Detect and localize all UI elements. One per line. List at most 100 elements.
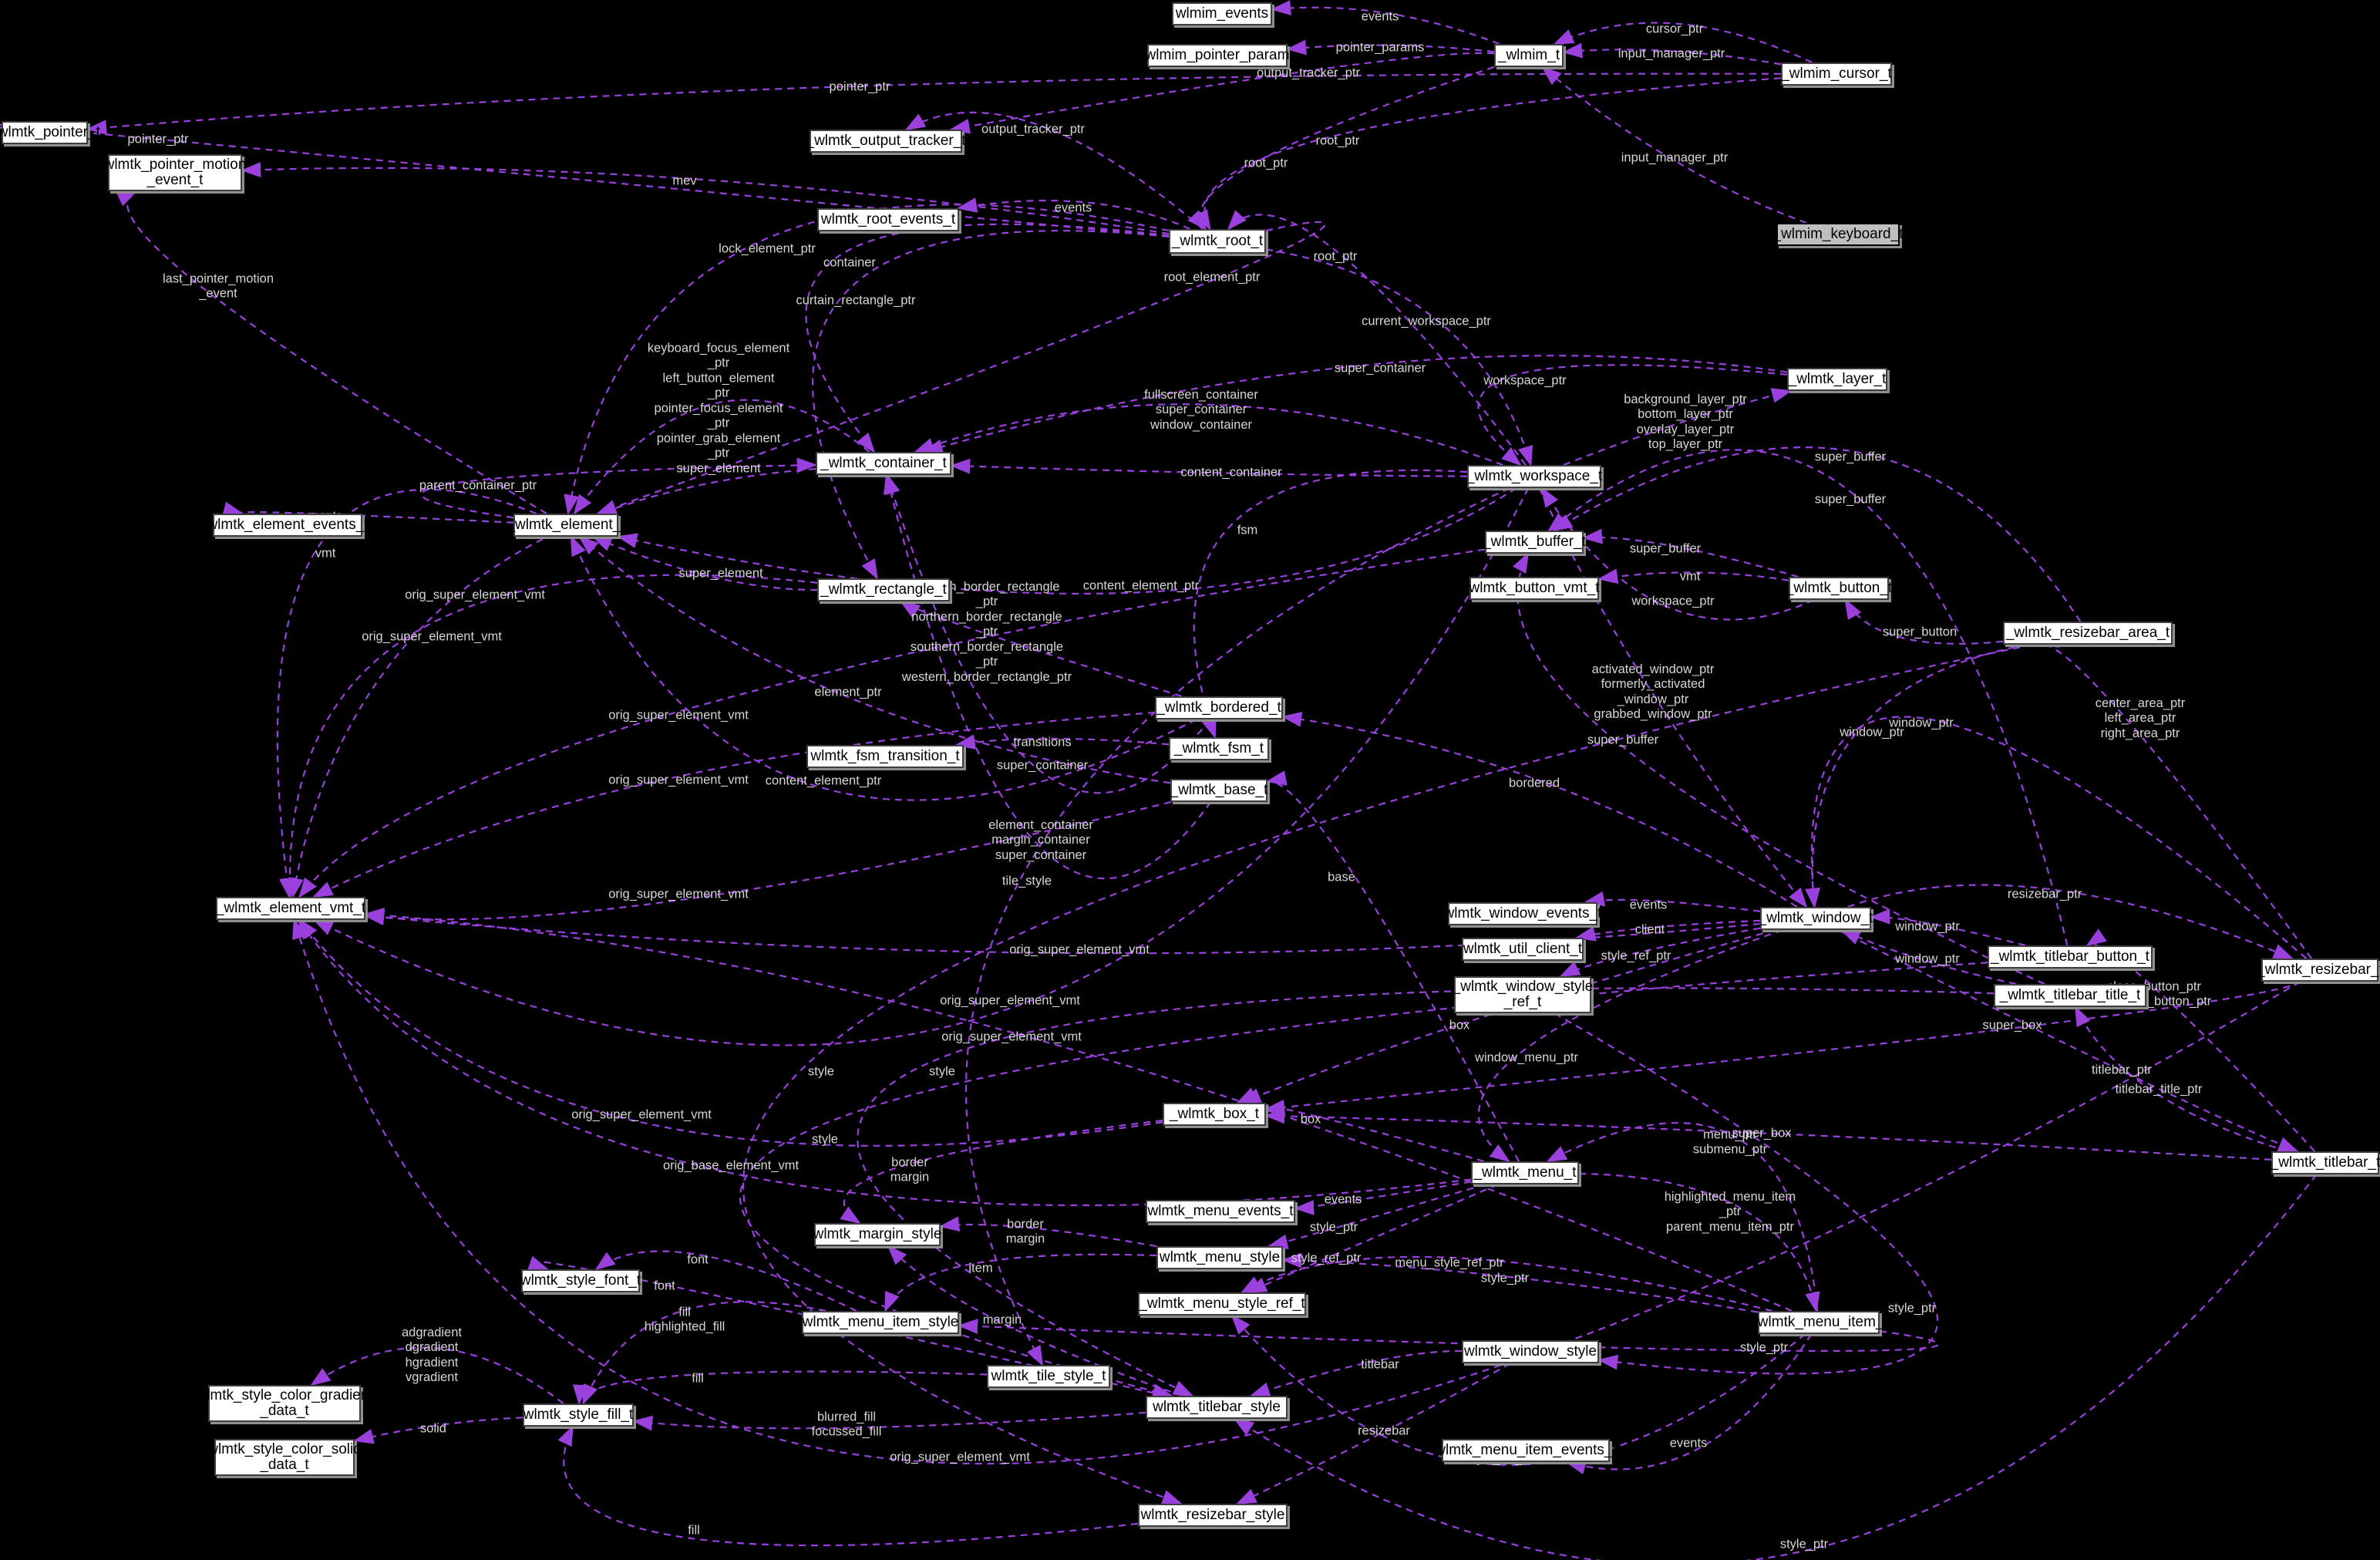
edge-resizebar_area-resizebar_style bbox=[742, 643, 2033, 1505]
node-menu_events[interactable]: wlmtk_menu_events_t bbox=[1146, 1200, 1295, 1223]
edge-menu_t-base_t bbox=[1265, 770, 1520, 1162]
edge-root_t-element_t bbox=[595, 221, 1326, 515]
node-bordered_t[interactable]: _wlmtk_bordered_t bbox=[1155, 696, 1283, 719]
edge-root_t-pointer_motion bbox=[240, 162, 1170, 235]
node-wlmim_keyboard[interactable]: _wlmim_keyboard_t bbox=[1773, 223, 1903, 246]
node-pointer_motion[interactable]: wlmtk_pointer_motion _event_t bbox=[104, 154, 246, 191]
edge-menu_item_t-menu_item_events bbox=[1565, 1333, 1813, 1475]
node-element_events[interactable]: wlmtk_element_events_t bbox=[207, 514, 369, 537]
edge-titlebar_style-margin_style bbox=[887, 1245, 1183, 1397]
node-tile_style[interactable]: wlmtk_tile_style_t bbox=[987, 1365, 1110, 1388]
node-menu_item_style[interactable]: wlmtk_menu_item_style bbox=[802, 1311, 959, 1334]
edge-titlebar_button-window_t bbox=[1869, 908, 2026, 947]
edge-wlmim_t-root_t bbox=[1187, 66, 1495, 231]
node-titlebar_style[interactable]: wlmtk_titlebar_style bbox=[1146, 1396, 1288, 1419]
edge-titlebar_style-style_font bbox=[527, 1255, 1166, 1397]
edge-window_t-window_style_ref bbox=[1559, 927, 1761, 977]
edge-root_t-pointer_t bbox=[0, 118, 1170, 238]
edge-workspace_t-fsm_t bbox=[1193, 469, 1468, 740]
node-titlebar_title[interactable]: _wlmtk_titlebar_title_t bbox=[1994, 984, 2146, 1007]
node-color_gradient[interactable]: wlmtk_style_color_gradient _data_t bbox=[196, 1385, 373, 1422]
node-style_font[interactable]: wlmtk_style_font_t bbox=[520, 1269, 641, 1292]
node-resizebar_area[interactable]: _wlmtk_resizebar_area_t bbox=[2003, 622, 2173, 645]
node-wlmim_pointer_param[interactable]: wlmim_pointer_param bbox=[1146, 44, 1289, 67]
edge-menu_item_t-menu_style bbox=[1281, 1252, 1759, 1313]
edge-wlmim_cursor-wlmim_t bbox=[1561, 42, 1782, 66]
node-window_style_ref[interactable]: _wlmtk_window_style _ref_t bbox=[1453, 976, 1593, 1013]
edge-root_t-output_tracker bbox=[904, 111, 1204, 230]
edge-resizebar_t-resizebar_area bbox=[2038, 632, 2312, 959]
edge-bordered_t-element_vmt bbox=[312, 711, 1156, 898]
edge-bordered_t-rectangle_t bbox=[899, 600, 1183, 698]
node-wlmim_cursor[interactable]: _wlmim_cursor_t bbox=[1781, 62, 1892, 86]
edge-element_t-element_events bbox=[222, 501, 514, 524]
node-fsm_transition[interactable]: wlmtk_fsm_transition_t bbox=[806, 745, 964, 768]
edge-workspace_t-root_t bbox=[1227, 210, 1527, 466]
edge-button_t-button_vmt bbox=[1597, 568, 1789, 585]
node-element_t[interactable]: _wlmtk_element_t bbox=[507, 514, 625, 537]
node-menu_style[interactable]: wlmtk_menu_style bbox=[1156, 1246, 1283, 1269]
edge-resizebar_area-window_t bbox=[1805, 643, 2028, 909]
node-wlmim_t[interactable]: _wlmim_t bbox=[1494, 44, 1564, 67]
node-button_t[interactable]: _wlmtk_button_t bbox=[1786, 577, 1892, 600]
edge-style_fill-color_gradient bbox=[310, 1346, 564, 1404]
node-resizebar_style[interactable]: wlmtk_resizebar_style bbox=[1138, 1504, 1288, 1527]
node-menu_item_events[interactable]: wlmtk_menu_item_events_t bbox=[1435, 1439, 1617, 1462]
node-resizebar_t[interactable]: _wlmtk_resizebar_t bbox=[2257, 959, 2380, 982]
node-output_tracker[interactable]: _wlmtk_output_tracker_t bbox=[806, 130, 966, 153]
edge-element_t-container_t bbox=[420, 457, 818, 519]
node-style_fill[interactable]: wlmtk_style_fill_t bbox=[523, 1403, 634, 1427]
node-window_events[interactable]: wlmtk_window_events_t bbox=[1444, 902, 1601, 925]
node-button_vmt[interactable]: wlmtk_button_vmt_t bbox=[1469, 577, 1599, 600]
edge-container_t-element_t bbox=[573, 399, 870, 515]
edge-menu_style-menu_item_style bbox=[884, 1253, 1157, 1313]
node-rectangle_t[interactable]: _wlmtk_rectangle_t bbox=[817, 578, 950, 601]
edge-window_t-titlebar_t bbox=[1838, 929, 2299, 1153]
edge-titlebar_t-titlebar_title bbox=[2075, 1006, 2288, 1153]
edge-menu_t-menu_events bbox=[1293, 1181, 1472, 1215]
node-titlebar_button[interactable]: _wlmtk_titlebar_button_t bbox=[1988, 945, 2153, 969]
node-layer_t[interactable]: _wlmtk_layer_t bbox=[1787, 368, 1887, 391]
edge-wlmim_cursor-wlmim_t bbox=[1553, 22, 1813, 63]
edge-buffer_t-element_vmt bbox=[298, 548, 1486, 898]
node-color_solid[interactable]: wlmtk_style_color_solid _data_t bbox=[207, 1439, 362, 1476]
edge-base_t-container_t bbox=[883, 473, 1212, 880]
node-root_events[interactable]: wlmtk_root_events_t bbox=[817, 208, 959, 231]
node-fsm_t[interactable]: _wlmtk_fsm_t bbox=[1169, 737, 1269, 760]
edge-base_t-element_vmt bbox=[363, 800, 1172, 925]
node-buffer_t[interactable]: _wlmtk_buffer_t bbox=[1483, 531, 1586, 554]
node-margin_style[interactable]: wlmtk_margin_style bbox=[813, 1223, 941, 1246]
node-element_vmt[interactable]: _wlmtk_element_vmt_t bbox=[216, 897, 365, 920]
node-root_t[interactable]: _wlmtk_root_t bbox=[1169, 229, 1266, 254]
edge-container_t-element_vmt bbox=[288, 467, 816, 899]
edge-layer_t-container_t bbox=[922, 355, 1788, 454]
node-workspace_t[interactable]: _wlmtk_workspace_t bbox=[1466, 465, 1602, 488]
edge-window_t-menu_t bbox=[1477, 928, 1783, 1163]
edge-tile_style-style_fill bbox=[573, 1370, 988, 1406]
edge-rectangle_t-element_vmt bbox=[281, 574, 818, 899]
node-container_t[interactable]: _wlmtk_container_t bbox=[816, 452, 951, 475]
node-menu_style_ref[interactable]: _wlmtk_menu_style_ref_t bbox=[1138, 1292, 1306, 1316]
node-window_t[interactable]: _wlmtk_window_t bbox=[1759, 907, 1873, 930]
edge-workspace_t-container_t bbox=[949, 458, 1468, 477]
edge-resizebar_style-style_fill bbox=[557, 1425, 1139, 1547]
node-titlebar_t[interactable]: _wlmtk_titlebar_t bbox=[2271, 1151, 2380, 1174]
node-menu_t[interactable]: _wlmtk_menu_t bbox=[1471, 1161, 1579, 1184]
edge-wlmim_cursor-pointer_t bbox=[86, 72, 1782, 136]
edge-window_style-resizebar_style bbox=[1235, 1363, 1511, 1504]
edge-titlebar_t-titlebar_style bbox=[1233, 1174, 2318, 1560]
node-pointer_t[interactable]: _wlmtk_pointer_t bbox=[0, 121, 100, 144]
edge-box_t-element_vmt bbox=[298, 918, 1163, 1147]
edge-root_t-root_events bbox=[956, 197, 1190, 231]
node-window_style[interactable]: wlmtk_window_style bbox=[1462, 1340, 1599, 1363]
node-menu_item_t[interactable]: _wlmtk_menu_item_t bbox=[1749, 1311, 1888, 1334]
node-util_client[interactable]: wlmtk_util_client_t bbox=[1462, 938, 1584, 961]
edge-window_t-box_t bbox=[1240, 928, 1776, 1104]
node-box_t[interactable]: _wlmtk_box_t bbox=[1163, 1103, 1266, 1126]
edge-resizebar_t-window_t bbox=[1805, 716, 2308, 959]
node-base_t[interactable]: _wlmtk_base_t bbox=[1170, 779, 1267, 802]
edge-menu_t-menu_item_t bbox=[1578, 1172, 1820, 1313]
node-wlmim_events[interactable]: wlmim_events bbox=[1172, 2, 1272, 25]
edge-menu_item_t-menu_style_ref bbox=[1240, 1255, 1772, 1312]
